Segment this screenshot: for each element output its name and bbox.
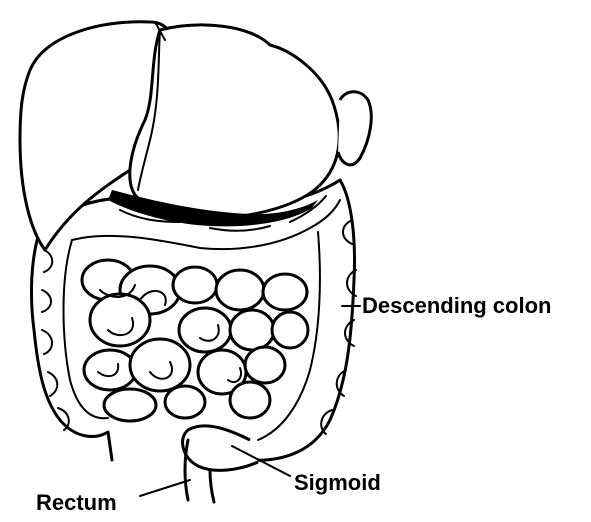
rectum-pointer xyxy=(140,480,190,496)
label-descending-colon: Descending colon xyxy=(362,293,551,318)
sigmoid-colon xyxy=(183,426,258,471)
stomach xyxy=(130,25,339,218)
label-rectum: Rectum xyxy=(36,490,117,515)
spleen xyxy=(338,92,371,165)
label-sigmoid: Sigmoid xyxy=(294,470,381,495)
small-intestine xyxy=(82,260,308,421)
